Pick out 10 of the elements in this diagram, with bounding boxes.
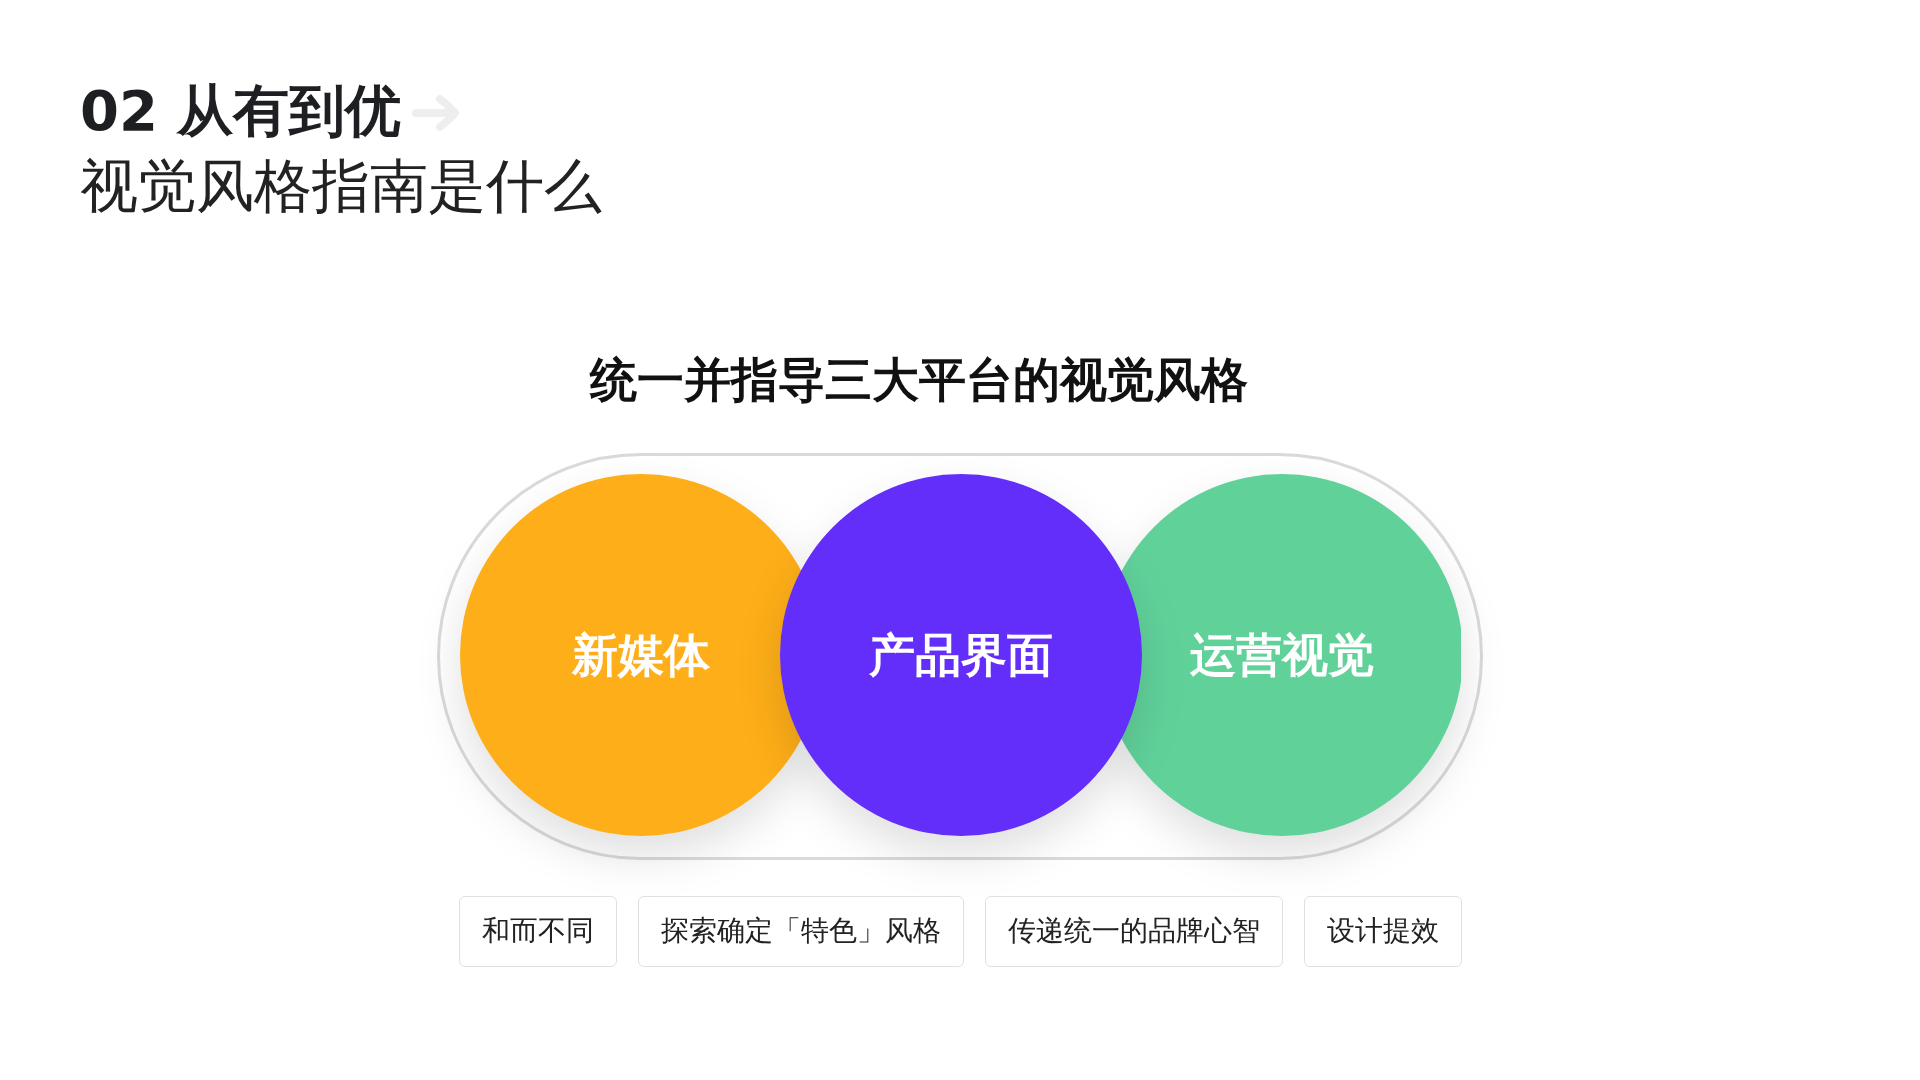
keyword-tag: 探索确定「特色」风格 bbox=[637, 896, 964, 967]
page-title: 02 从有到优 bbox=[80, 78, 402, 144]
page-subtitle: 视觉风格指南是什么 bbox=[80, 151, 602, 222]
keyword-tag: 设计提效 bbox=[1303, 896, 1462, 967]
circle-label: 运营视觉 bbox=[1190, 627, 1374, 683]
keyword-tag: 和而不同 bbox=[458, 896, 617, 967]
keyword-tag: 传递统一的品牌心智 bbox=[984, 896, 1283, 967]
circle-label: 产品界面 bbox=[869, 627, 1053, 683]
circle-label: 新媒体 bbox=[572, 627, 710, 683]
section-heading: 统一并指导三大平台的视觉风格 bbox=[590, 351, 1248, 409]
